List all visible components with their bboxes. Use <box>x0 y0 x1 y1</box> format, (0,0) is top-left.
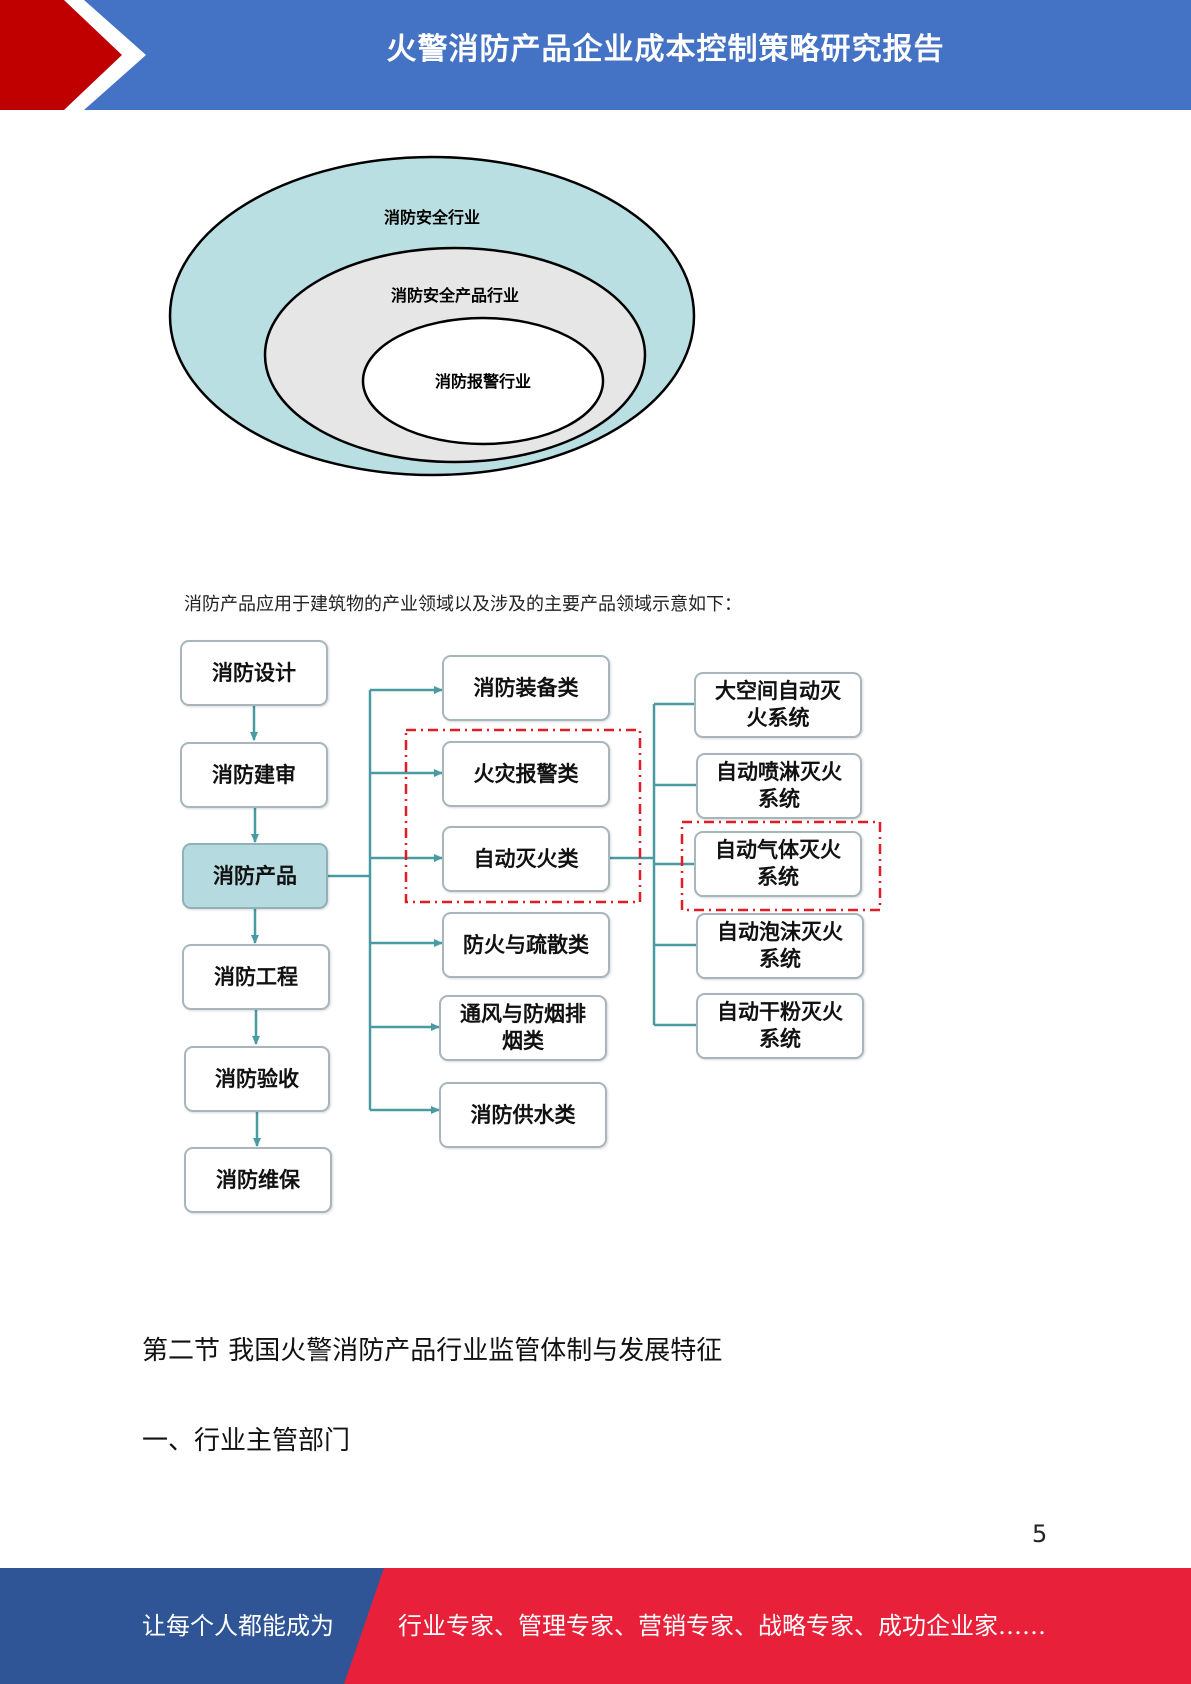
footer-background <box>0 1568 1191 1684</box>
subsection-title: 一、行业主管部门 <box>142 1426 351 1456</box>
page-number: 5 <box>1032 1520 1048 1548</box>
chain-box-design: 消防设计 <box>180 640 328 706</box>
chain-box-products: 消防产品 <box>182 843 328 909</box>
chain-box-acceptance: 消防验收 <box>184 1046 330 1112</box>
category-box-equipment: 消防装备类 <box>442 655 610 721</box>
category-box-fireproof-evacuation: 防火与疏散类 <box>442 912 610 978</box>
report-title: 火警消防产品企业成本控制策略研究报告 <box>386 32 945 67</box>
footer-slogan-right: 行业专家、管理专家、营销专家、战略专家、成功企业家…… <box>398 1612 1046 1640</box>
category-box-ventilation-smoke: 通风与防烟排烟类 <box>439 995 607 1061</box>
system-box-gas: 自动气体灭火系统 <box>694 831 862 897</box>
system-box-dry-powder: 自动干粉灭火系统 <box>696 993 864 1059</box>
page-footer: 让每个人都能成为 行业专家、管理专家、营销专家、战略专家、成功企业家…… <box>0 1568 1191 1684</box>
chain-box-engineering: 消防工程 <box>182 944 330 1010</box>
section-title: 第二节 我国火警消防产品行业监管体制与发展特征 <box>142 1336 723 1366</box>
highlight-frame-gas-system <box>680 820 882 912</box>
venn-inner-label: 消防报警行业 <box>435 372 531 391</box>
chain-box-review: 消防建审 <box>180 742 328 808</box>
category-box-water-supply: 消防供水类 <box>439 1082 607 1148</box>
footer-slogan-left: 让每个人都能成为 <box>142 1612 334 1640</box>
page-header: 火警消防产品企业成本控制策略研究报告 <box>0 0 1191 110</box>
diagram-caption: 消防产品应用于建筑物的产业领域以及涉及的主要产品领域示意如下： <box>184 594 742 615</box>
system-box-sprinkler: 自动喷淋灭火系统 <box>696 753 862 819</box>
flow-connectors <box>250 686 696 1147</box>
header-chevron-decoration <box>0 0 146 110</box>
diagram-canvas: 消防安全行业 消防安全产品行业 消防报警行业 <box>168 155 882 1147</box>
category-box-fire-alarm: 火灾报警类 <box>442 741 610 807</box>
venn-middle-label: 消防安全产品行业 <box>391 286 519 305</box>
highlight-frame-categories <box>404 728 642 904</box>
category-box-auto-extinguish: 自动灭火类 <box>442 826 610 892</box>
venn-inner-oval <box>361 316 605 446</box>
chain-box-maintenance: 消防维保 <box>184 1147 332 1213</box>
system-box-large-space: 大空间自动灭火系统 <box>694 672 862 738</box>
venn-outer-label: 消防安全行业 <box>384 208 480 227</box>
system-box-foam: 自动泡沫灭火系统 <box>696 913 864 979</box>
